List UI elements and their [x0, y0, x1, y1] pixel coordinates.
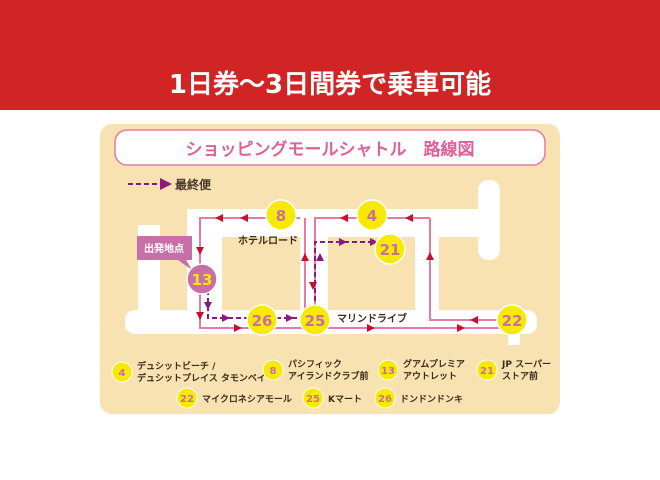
- start-point-tag: [137, 236, 192, 270]
- svg-text:デュシットビーチ /: デュシットビーチ /: [137, 360, 216, 372]
- stop-4: 4: [356, 199, 388, 231]
- stop-21: 21: [374, 233, 406, 265]
- stop-25: 25: [299, 304, 331, 336]
- svg-text:13: 13: [381, 366, 395, 377]
- arrow-icon: [160, 178, 172, 190]
- svg-text:8: 8: [270, 366, 277, 377]
- map-title-box: [114, 129, 546, 166]
- map-panel: [100, 124, 560, 414]
- svg-text:22: 22: [180, 394, 194, 405]
- marine-drive-label: マリンドライブ: [337, 312, 407, 325]
- svg-text:21: 21: [480, 366, 494, 377]
- svg-text:4: 4: [119, 368, 126, 379]
- svg-text:JP スーパー: JP スーパー: [501, 358, 551, 370]
- key-item-4: 4 デュシットビーチ /デュシットプレイス タモンベイ: [111, 360, 266, 384]
- svg-text:26: 26: [378, 394, 392, 405]
- svg-text:デュシットプレイス タモンベイ: デュシットプレイス タモンベイ: [137, 372, 266, 384]
- stop-26: 26: [246, 304, 278, 336]
- svg-text:ドンドンドンキ: ドンドンドンキ: [400, 394, 463, 405]
- stop-22: 22: [496, 304, 528, 336]
- svg-text:21: 21: [380, 241, 401, 259]
- svg-text:ストア前: ストア前: [502, 370, 538, 382]
- svg-text:アイランドクラブ前: アイランドクラブ前: [288, 370, 369, 382]
- svg-text:パシフィック: パシフィック: [288, 358, 342, 370]
- svg-text:13: 13: [192, 271, 213, 289]
- svg-text:26: 26: [252, 312, 273, 330]
- svg-text:25: 25: [306, 394, 320, 405]
- key-item-25: 25 Kマート: [302, 387, 362, 409]
- svg-text:4: 4: [367, 207, 377, 225]
- stop-13: 13: [186, 263, 218, 295]
- start-point-label: 出発地点: [144, 242, 184, 255]
- header-banner: 1日券〜3日間券で乗車可能: [0, 0, 660, 110]
- svg-text:8: 8: [276, 207, 286, 225]
- key-item-22: 22 マイクロネシアモール: [176, 387, 292, 409]
- hotel-road-label: ホテルロード: [238, 235, 298, 247]
- map-title: ショッピングモールシャトル 路線図: [186, 139, 475, 160]
- page-title: 1日券〜3日間券で乗車可能: [168, 70, 492, 100]
- svg-text:グアムプレミア: グアムプレミア: [403, 358, 465, 370]
- last-bus-label: 最終便: [175, 177, 212, 192]
- svg-text:マイクロネシアモール: マイクロネシアモール: [202, 394, 292, 405]
- key-item-26: 26 ドンドンドンキ: [374, 387, 463, 409]
- svg-text:25: 25: [305, 312, 326, 330]
- svg-text:Kマート: Kマート: [328, 394, 362, 405]
- stop-8: 8: [265, 199, 297, 231]
- svg-text:22: 22: [502, 312, 523, 330]
- svg-text:アウトレット: アウトレット: [403, 371, 457, 382]
